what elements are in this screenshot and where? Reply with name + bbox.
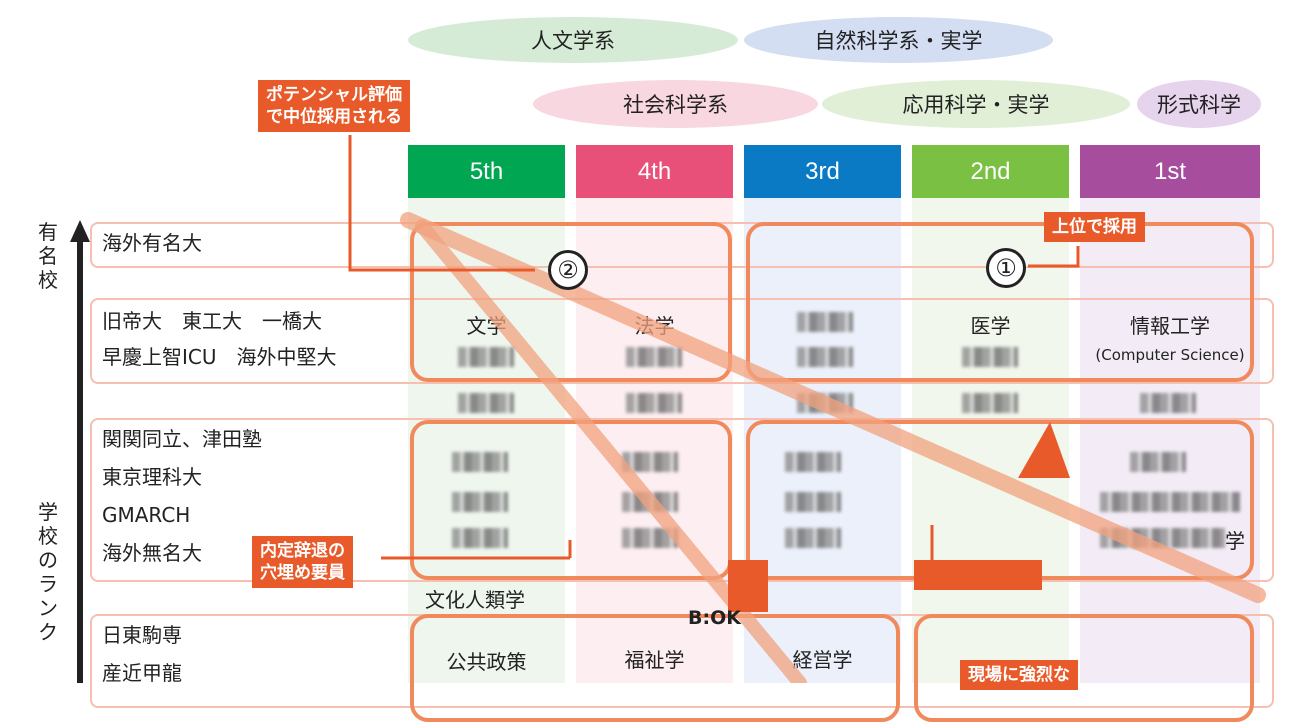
column-header: 5th	[408, 145, 565, 198]
blurred-text	[458, 393, 514, 413]
group-box-1	[746, 222, 1254, 382]
callout-potential: ポテンシャル評価 で中位採用される	[258, 80, 410, 132]
callout-upper-hire: 上位で採用	[1044, 212, 1145, 242]
column-header: 3rd	[744, 145, 901, 198]
blurred-text	[797, 312, 853, 332]
rank-label: 日東駒専 産近甲龍	[102, 623, 182, 685]
marker-one: ①	[986, 248, 1026, 288]
column-3rd: 3rd	[744, 145, 901, 683]
column-2nd: 2nd	[912, 145, 1069, 683]
blurred-text	[1100, 492, 1240, 512]
blurred-text	[797, 347, 853, 367]
blurred-text	[962, 393, 1018, 413]
rank-band	[90, 298, 1274, 384]
cell-medicine: 医学	[970, 314, 1011, 338]
rank-axis-arrow	[77, 240, 83, 683]
callout-naitei: 内定辞退の 穴埋め要員	[252, 536, 353, 588]
marker-two: ②	[548, 250, 588, 290]
blurred-text	[622, 528, 678, 548]
rank-band	[90, 418, 1274, 582]
category-formal-science: 形式科学	[1137, 80, 1261, 128]
arrow-head-icon	[70, 220, 90, 242]
label-b-ok: B:OK	[688, 607, 741, 629]
diagonal-lines	[348, 135, 1266, 683]
category-social-science: 社会科学系	[533, 80, 818, 128]
blurred-text	[1140, 393, 1196, 413]
blurred-text	[785, 528, 841, 548]
category-humanities: 人文学系	[408, 17, 738, 63]
column-4th: 4th	[576, 145, 733, 683]
blurred-text	[626, 393, 682, 413]
axis-top-label: 有名校	[38, 220, 58, 292]
rank-label: 旧帝大 東工大 一橋大 早慶上智ICU 海外中堅大	[102, 309, 337, 369]
blurred-text	[452, 492, 508, 512]
column-header: 2nd	[912, 145, 1069, 198]
group-box-2	[410, 222, 732, 382]
blurred-text	[1130, 452, 1186, 472]
cell-public-policy: 公共政策	[446, 650, 527, 674]
category-applied-science: 応用科学・実学	[822, 80, 1130, 128]
axis-bottom-label: 学校のランク	[38, 500, 58, 644]
blurred-text	[785, 492, 841, 512]
blurred-text	[626, 347, 682, 367]
column-header: 1st	[1080, 145, 1260, 198]
blurred-text	[458, 347, 514, 367]
blurred-text	[962, 347, 1018, 367]
group-box-4	[410, 420, 732, 580]
cell-fragment: 学	[1225, 529, 1245, 553]
cell-management: 経営学	[792, 648, 853, 672]
category-natural-science: 自然科学系・実学	[744, 17, 1053, 63]
cell-informatics: 情報工学	[1130, 314, 1210, 338]
callout-blurred	[914, 560, 1042, 590]
blurred-text	[452, 528, 508, 548]
cell-computer-science: (Computer Science)	[1095, 346, 1245, 364]
callout-genba: 現場に強烈な	[960, 660, 1078, 690]
cell-cultural-anthropology: 文化人類学	[425, 588, 525, 612]
rank-label: 海外有名大	[102, 231, 202, 255]
blurred-text	[622, 452, 678, 472]
blurred-text	[785, 452, 841, 472]
rank-label: 関関同立、津田塾 東京理科大 GMARCH 海外無名大	[102, 427, 262, 565]
cell-welfare: 福祉学	[624, 648, 685, 672]
column-header: 4th	[576, 145, 733, 198]
blurred-text	[452, 452, 508, 472]
